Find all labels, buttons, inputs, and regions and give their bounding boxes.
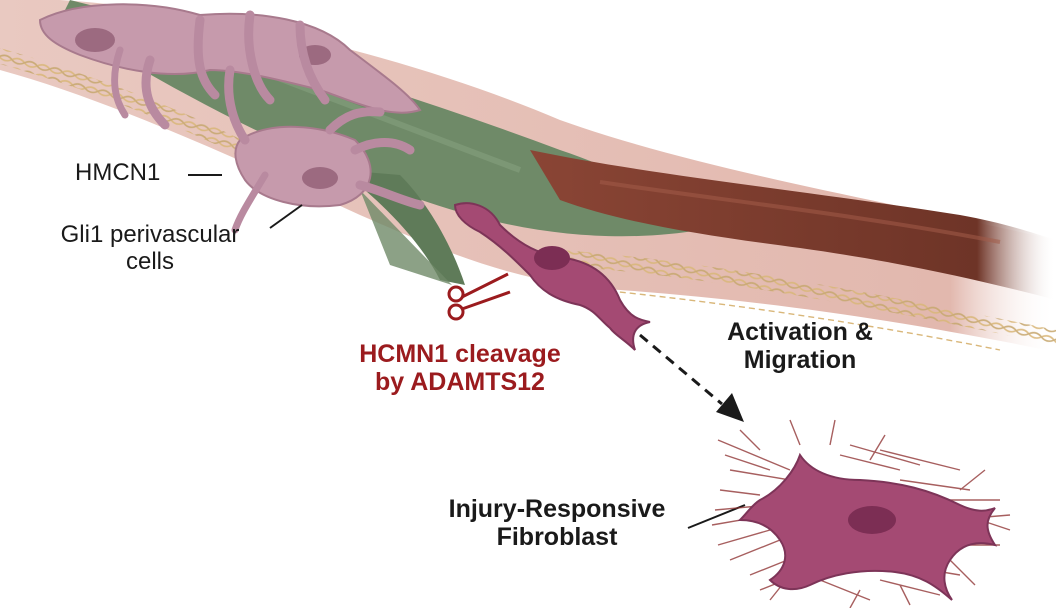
injury-label-line1: Injury-Responsive xyxy=(412,495,702,523)
gli1-label: Gli1 perivascular cells xyxy=(25,222,275,276)
cleavage-label-line1: HCMN1 cleavage xyxy=(330,340,590,368)
cleavage-label-line2: by ADAMTS12 xyxy=(330,368,590,396)
cleavage-label: HCMN1 cleavage by ADAMTS12 xyxy=(330,340,590,396)
hmcn1-label: HMCN1 xyxy=(75,160,160,187)
gli1-label-line1: Gli1 perivascular xyxy=(25,222,275,249)
activation-label-line1: Activation & xyxy=(700,318,900,346)
injury-label: Injury-Responsive Fibroblast xyxy=(412,495,702,551)
migration-arrow-head xyxy=(716,393,744,422)
activation-label: Activation & Migration xyxy=(700,318,900,374)
injury-label-line2: Fibroblast xyxy=(412,523,702,551)
activation-label-line2: Migration xyxy=(700,346,900,374)
injury-fibroblast xyxy=(712,420,1010,608)
gli1-label-line2: cells xyxy=(25,249,275,276)
